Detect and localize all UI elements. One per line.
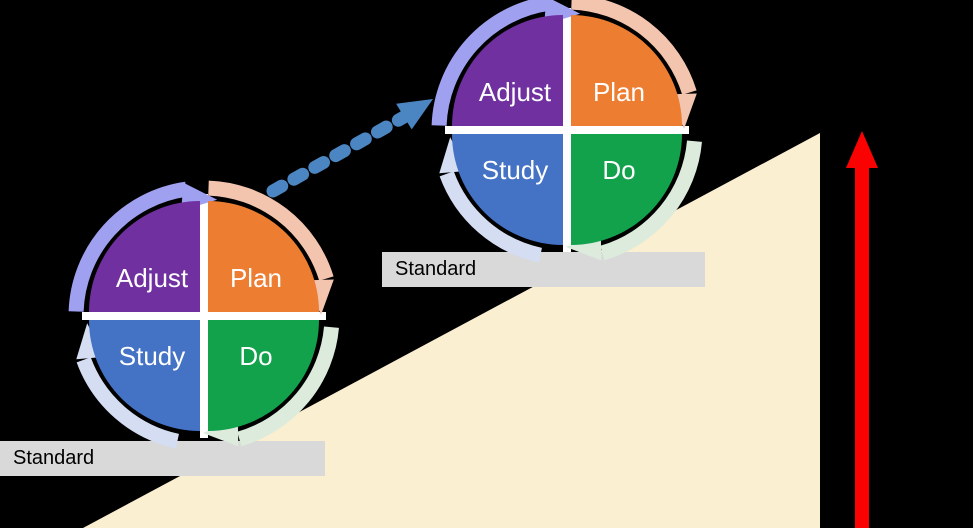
- plan-cycle-arc: [571, 0, 697, 95]
- do-cycle-arc: [600, 140, 702, 261]
- quadrant-divider-horizontal: [82, 312, 326, 320]
- study-label: Study: [482, 155, 549, 185]
- adjust-quadrant: [452, 15, 563, 126]
- study-cycle-arc: [76, 357, 180, 449]
- study-cycle-arc: [439, 171, 543, 263]
- performance-arrow-shaft: [855, 166, 869, 528]
- plan-quadrant: [208, 201, 319, 312]
- performance-arrowhead: [846, 131, 878, 168]
- do-quadrant: [571, 134, 682, 245]
- study-quadrant: [452, 134, 563, 245]
- standard-block-upper: Standard: [382, 252, 705, 287]
- adjust-cycle-arc: [68, 181, 188, 312]
- adjust-cycle-arc: [431, 0, 551, 126]
- pdsa-wheel-upper: Adjust Plan Study Do: [431, 0, 702, 263]
- pdsa-wheel-lower: Adjust Plan Study Do: [68, 180, 339, 449]
- standard-block-upper-label: Standard: [395, 258, 477, 280]
- improvement-arrow-dashes: [266, 110, 411, 198]
- study-label: Study: [119, 341, 186, 371]
- study-quadrant: [89, 320, 200, 431]
- plan-quadrant: [571, 15, 682, 126]
- do-label: Do: [239, 341, 272, 371]
- adjust-quadrant: [89, 201, 200, 312]
- adjust-label: Adjust: [116, 263, 189, 293]
- plan-cycle-arc: [208, 180, 334, 281]
- improvement-arrowhead: [396, 99, 433, 130]
- adjust-label: Adjust: [479, 77, 552, 107]
- plan-label: Plan: [593, 77, 645, 107]
- standard-block-lower-label: Standard: [13, 447, 95, 469]
- do-cycle-arc: [237, 326, 339, 447]
- plan-label: Plan: [230, 263, 282, 293]
- performance-up-arrow: [846, 131, 878, 528]
- standard-block-lower: Standard: [0, 441, 325, 476]
- do-quadrant: [208, 320, 319, 431]
- do-label: Do: [602, 155, 635, 185]
- improvement-dashed-arrow: [266, 99, 433, 198]
- quadrant-divider-horizontal: [445, 126, 689, 134]
